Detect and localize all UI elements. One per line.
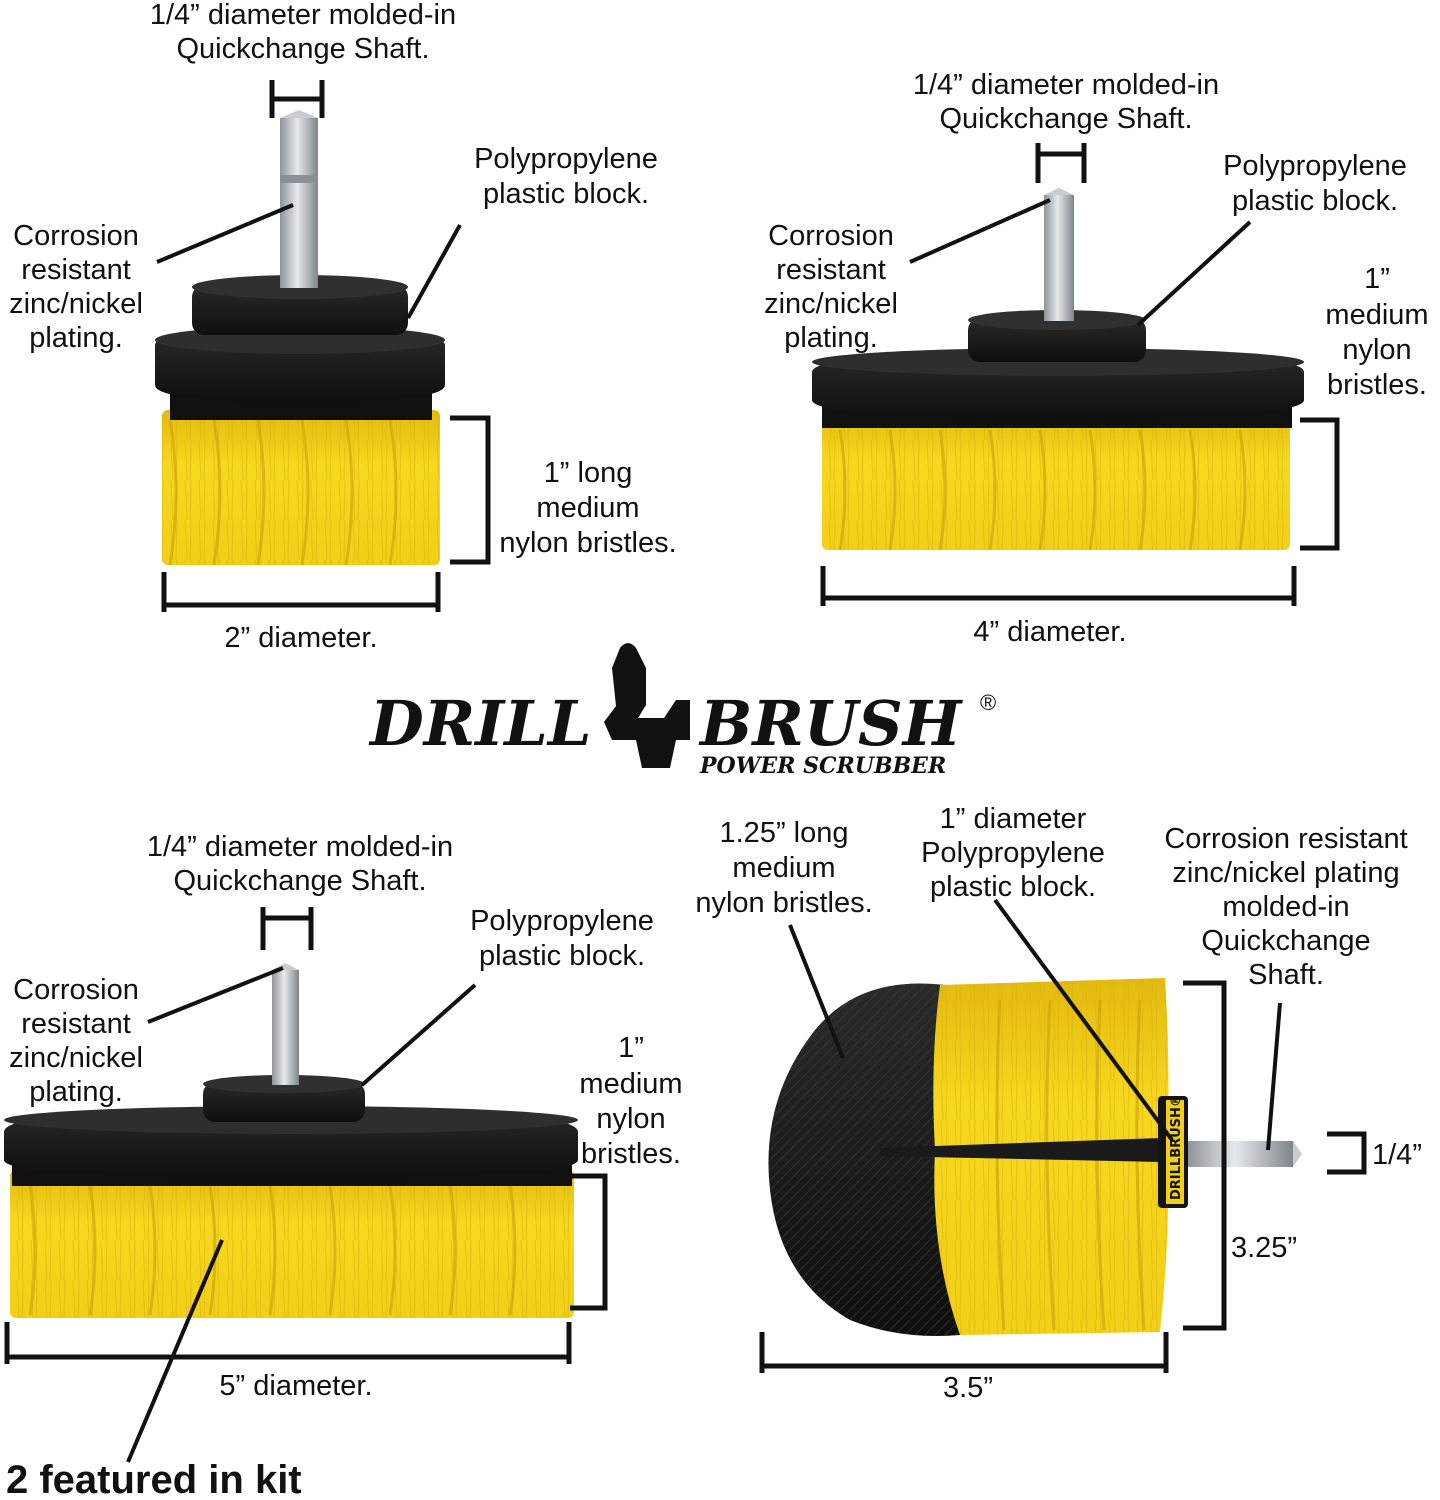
brush-2in-block-callout: Polypropylene plastic block. bbox=[406, 143, 658, 319]
brush-cone-bristles-label-3: nylon bristles. bbox=[695, 887, 872, 919]
brush-cone-block-label-3: plastic block. bbox=[930, 871, 1096, 903]
brush-2in-shaft-label-2: Quickchange Shaft. bbox=[176, 33, 429, 65]
brush-5in-block-callout: Polypropylene plastic block. bbox=[360, 905, 654, 1087]
brush-cone-band-label: DRILLBRUSH® bbox=[1169, 1094, 1184, 1200]
brush-2in-diameter-label: 2” diameter. bbox=[224, 622, 377, 654]
brush-2in-block-label-2: plastic block. bbox=[483, 178, 649, 210]
brush-5in-bristles-label-3: nylon bbox=[596, 1103, 665, 1135]
brush-2in-plating-label-1: Corrosion bbox=[13, 220, 139, 252]
brush-4in-illustration bbox=[812, 188, 1304, 551]
brand-logo: DRILL BRUSH ® POWER SCRUBBER bbox=[368, 643, 996, 779]
brush-4in-plating-label-4: plating. bbox=[784, 322, 878, 354]
brush-5in-shaft-label-2: Quickchange Shaft. bbox=[173, 865, 426, 897]
brush-5in-plating-label-4: plating. bbox=[29, 1076, 123, 1108]
brush-5in-block bbox=[4, 1075, 578, 1186]
brush-4in-diameter-callout: 4” diameter. bbox=[820, 566, 1297, 648]
brush-5in-shaft bbox=[272, 963, 299, 1085]
brush-5in-plating-label-1: Corrosion bbox=[13, 974, 139, 1006]
brush-5in-shaft-callout: 1/4” diameter molded-in Quickchange Shaf… bbox=[147, 831, 453, 950]
brush-2in-shaft-label-1: 1/4” diameter molded-in bbox=[150, 0, 456, 31]
brand-tagline: POWER SCRUBBER bbox=[699, 753, 946, 779]
brush-5in-diameter-label: 5” diameter. bbox=[219, 1370, 372, 1402]
brush-4in-block-callout: Polypropylene plastic block. bbox=[1136, 150, 1407, 327]
brush-2in-bristles-label-3: nylon bristles. bbox=[499, 527, 676, 559]
brush-cone-block-label-2: Polypropylene bbox=[921, 837, 1105, 869]
brush-5in-diameter-callout: 5” diameter. bbox=[4, 1239, 572, 1463]
brush-cone-illustration: DRILLBRUSH® bbox=[768, 978, 1302, 1336]
brush-4in-bristles-label-1: 1” bbox=[1364, 263, 1390, 295]
brush-cone-width-label: 3.5” bbox=[943, 1372, 993, 1404]
brush-cone-shaft-label-2: zinc/nickel plating bbox=[1172, 857, 1399, 889]
brush-2in-illustration bbox=[155, 110, 445, 566]
brush-cone-shaft-label-4: Quickchange bbox=[1201, 925, 1370, 957]
brush-cone-shaft-label-5: Shaft. bbox=[1248, 959, 1324, 991]
brush-cone-height-label: 3.25” bbox=[1231, 1232, 1297, 1264]
brush-cone-shaft-size-callout: 1/4” bbox=[1327, 1131, 1422, 1175]
brush-4in-bristles-label-2: medium bbox=[1325, 299, 1428, 331]
brush-2in-shaft-callout: 1/4” diameter molded-in Quickchange Shaf… bbox=[150, 0, 456, 118]
brush-4in-plating-label-2: resistant bbox=[776, 254, 886, 286]
brush-5in-plating-label-3: zinc/nickel bbox=[9, 1042, 143, 1074]
brush-4in-block bbox=[812, 310, 1304, 428]
brush-cone-shaft-label-3: molded-in bbox=[1222, 891, 1349, 923]
brush-cone-shaft-callout: Corrosion resistant zinc/nickel plating … bbox=[1164, 823, 1408, 1151]
brush-cone-shaft-label-1: Corrosion resistant bbox=[1164, 823, 1407, 855]
brush-2in-bristles bbox=[162, 410, 440, 566]
brush-2in-plating-label-4: plating. bbox=[29, 322, 123, 354]
brush-5in-shaft-label-1: 1/4” diameter molded-in bbox=[147, 831, 453, 863]
brush-cone-width-callout: 3.5” bbox=[759, 1332, 1169, 1404]
brand-name-left: DRILL bbox=[368, 687, 591, 760]
brush-2in-diameter-callout: 2” diameter. bbox=[161, 572, 441, 654]
brush-4in-bristles-label-4: bristles. bbox=[1327, 369, 1427, 401]
brush-cone-shaft bbox=[1188, 1141, 1302, 1167]
brush-4in-shaft-callout: 1/4” diameter molded-in Quickchange Shaf… bbox=[913, 69, 1219, 183]
brush-4in-shaft-label-2: Quickchange Shaft. bbox=[939, 103, 1192, 135]
registered-mark: ® bbox=[980, 690, 996, 715]
brush-2in-plating-callout: Corrosion resistant zinc/nickel plating. bbox=[9, 203, 294, 354]
brush-5in-bristles-label-1: 1” bbox=[618, 1032, 644, 1064]
brush-4in-block-label-2: plastic block. bbox=[1232, 185, 1398, 217]
brush-4in-block-label-1: Polypropylene bbox=[1223, 150, 1407, 182]
brush-cone-core: DRILLBRUSH® bbox=[880, 1094, 1188, 1208]
brush-4in-shaft bbox=[1044, 188, 1074, 321]
brush-5in-block-label-1: Polypropylene bbox=[470, 905, 654, 937]
brush-5in-bristles-callout: 1” medium nylon bristles. bbox=[570, 1032, 683, 1311]
brush-4in-plating-label-3: zinc/nickel bbox=[764, 288, 898, 320]
brush-4in-plating-label-1: Corrosion bbox=[768, 220, 894, 252]
brush-2in-shaft bbox=[280, 110, 318, 288]
brush-2in-block bbox=[155, 275, 445, 420]
brush-cone-height-callout: 3.25” bbox=[1183, 980, 1297, 1331]
brush-5in-block-label-2: plastic block. bbox=[479, 940, 645, 972]
brush-2in-bristles-label-1: 1” long bbox=[544, 457, 633, 489]
brush-cone-shaft-size-label: 1/4” bbox=[1372, 1139, 1422, 1171]
brush-5in-bristles-label-4: bristles. bbox=[581, 1138, 681, 1170]
brush-4in-diameter-label: 4” diameter. bbox=[973, 616, 1126, 648]
brush-5in-illustration bbox=[4, 963, 578, 1318]
brush-2in-plating-label-3: zinc/nickel bbox=[9, 288, 143, 320]
brush-2in-block-label-1: Polypropylene bbox=[474, 143, 658, 175]
brand-name-right: BRUSH bbox=[698, 687, 964, 760]
brush-4in-bristles-callout: 1” medium nylon bristles. bbox=[1300, 263, 1429, 551]
brush-cone-bristles-label-1: 1.25” long bbox=[720, 817, 849, 849]
brush-cone-block-callout: 1” diameter Polypropylene plastic block. bbox=[921, 803, 1174, 1142]
brush-5in-plating-label-2: resistant bbox=[21, 1008, 131, 1040]
brush-cone-bristles-callout: 1.25” long medium nylon bristles. bbox=[695, 817, 873, 1059]
brush-4in-bristles bbox=[822, 410, 1290, 551]
brush-4in-plating-callout: Corrosion resistant zinc/nickel plating. bbox=[764, 198, 1051, 354]
drill-icon bbox=[604, 643, 690, 768]
brush-cone-black-bristles bbox=[768, 983, 960, 1336]
brush-5in-bristles-label-2: medium bbox=[579, 1068, 682, 1100]
brush-4in-shaft-label-1: 1/4” diameter molded-in bbox=[913, 69, 1219, 101]
brush-cone-bristles-label-2: medium bbox=[732, 852, 835, 884]
brush-5in-plating-callout: Corrosion resistant zinc/nickel plating. bbox=[9, 966, 284, 1108]
brush-2in-plating-label-2: resistant bbox=[21, 254, 131, 286]
brush-cone-block-label-1: 1” diameter bbox=[940, 803, 1087, 835]
brush-4in-bristles-label-3: nylon bbox=[1342, 334, 1411, 366]
brush-2in-bristles-callout: 1” long medium nylon bristles. bbox=[450, 415, 677, 565]
brush-5in-bristles bbox=[10, 1170, 574, 1318]
brush-2in-bristles-label-2: medium bbox=[536, 492, 639, 524]
kit-note: 2 featured in kit bbox=[6, 1458, 302, 1500]
